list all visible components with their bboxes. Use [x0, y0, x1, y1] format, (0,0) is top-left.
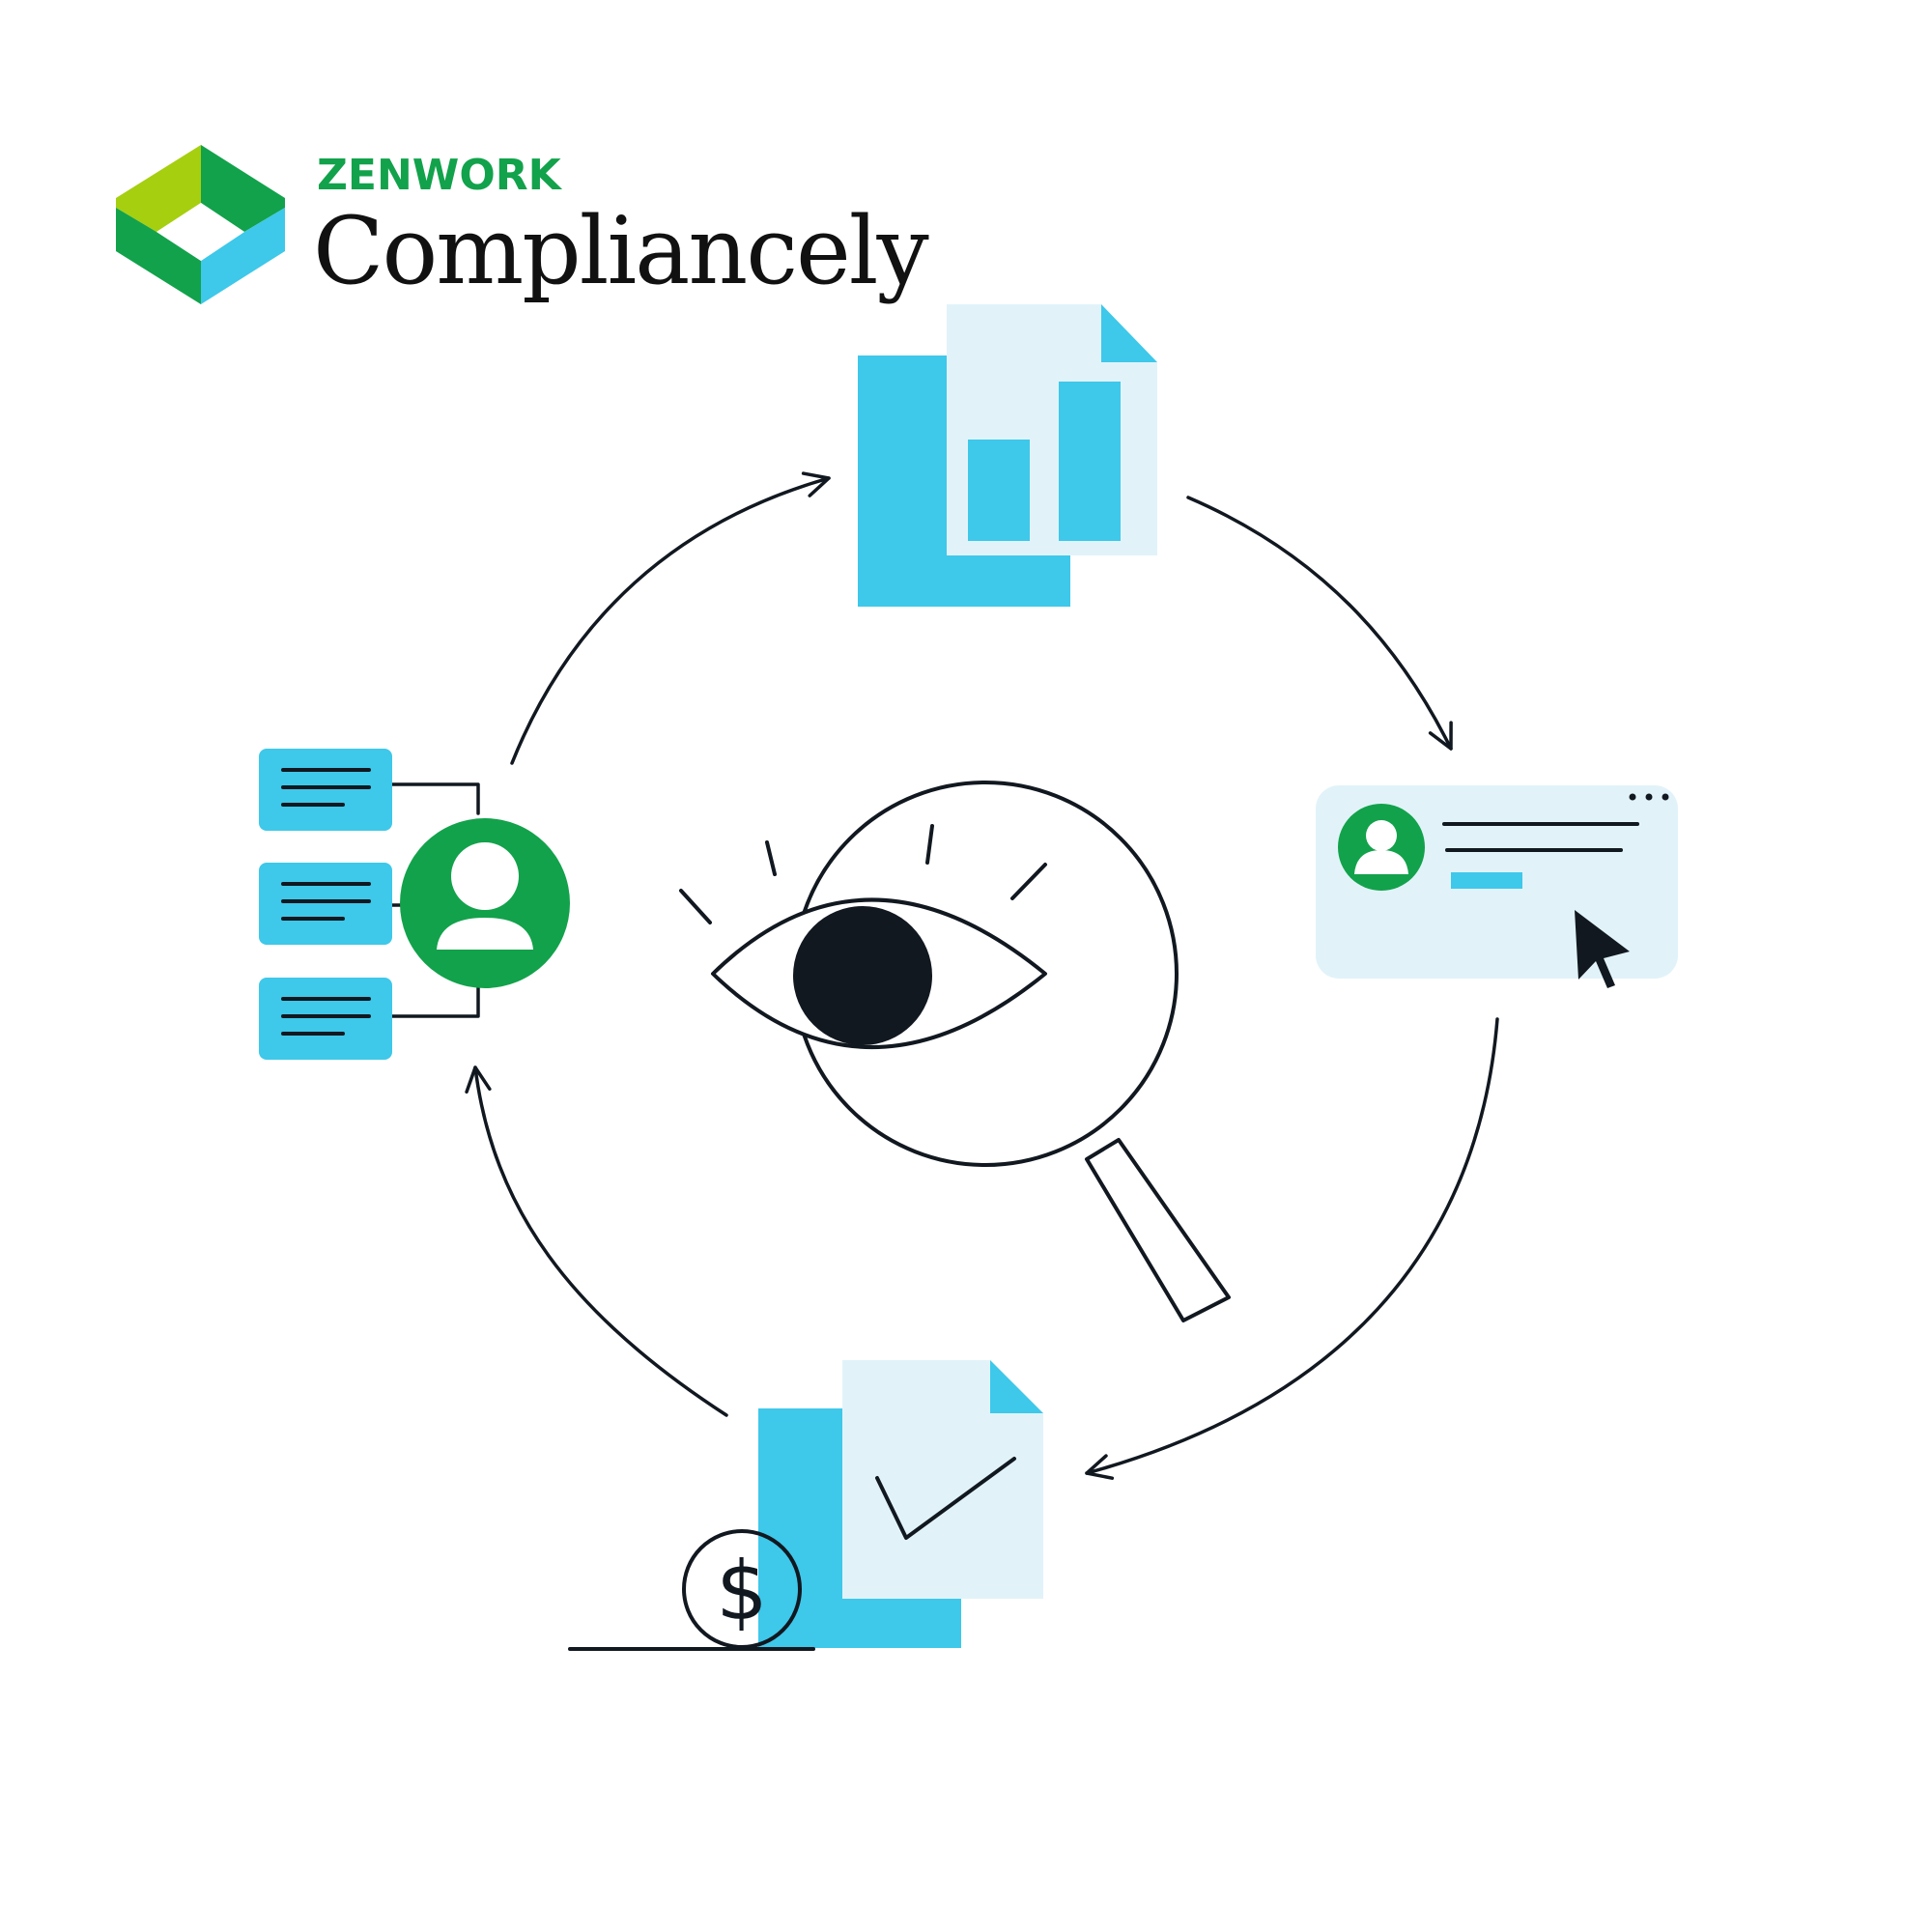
- logo-brand-name: ZENWORK: [317, 151, 561, 200]
- dollar-coin-icon: $: [568, 1529, 815, 1651]
- eye-magnifier-icon: [679, 781, 1231, 1322]
- arrow-profile-to-approval: [1085, 1017, 1499, 1480]
- arrow-approval-to-user: [465, 1065, 728, 1417]
- report-documents-icon: [858, 304, 1157, 607]
- dollar-symbol: $: [716, 1544, 767, 1638]
- logo-product-name: Compliancely: [313, 197, 929, 305]
- brand-logo: ZENWORK Compliancely: [116, 145, 929, 319]
- user-records-icon: [259, 749, 570, 1060]
- cycle-arrows: [465, 471, 1499, 1480]
- zenwork-cube-logo-icon: [116, 145, 285, 304]
- profile-card-cursor-icon: [1316, 785, 1678, 988]
- arrow-report-to-profile: [1186, 496, 1453, 751]
- arrow-user-to-report: [510, 471, 831, 765]
- approved-document-icon: [758, 1360, 1043, 1648]
